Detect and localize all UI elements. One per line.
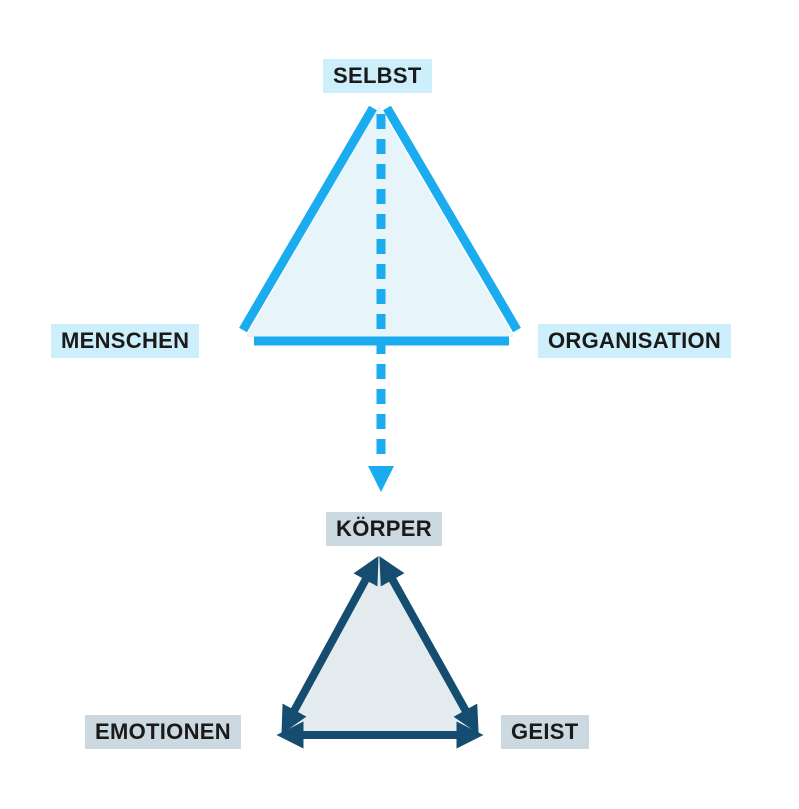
top-triangle-left-edge xyxy=(239,105,377,333)
dashed-arrow-head xyxy=(368,466,394,492)
bottom-triangle-left-arrow xyxy=(281,556,379,734)
label-selbst: SELBST xyxy=(323,59,432,93)
label-koerper: KÖRPER xyxy=(326,512,442,546)
label-menschen: MENSCHEN xyxy=(51,324,200,358)
label-geist: GEIST xyxy=(501,715,589,749)
top-triangle-right-edge xyxy=(383,105,521,333)
bottom-triangle-fill xyxy=(282,560,478,734)
label-organisation: ORGANISATION xyxy=(538,324,732,358)
bottom-triangle-right-arrow xyxy=(379,556,479,734)
label-emotionen: EMOTIONEN xyxy=(85,715,241,749)
